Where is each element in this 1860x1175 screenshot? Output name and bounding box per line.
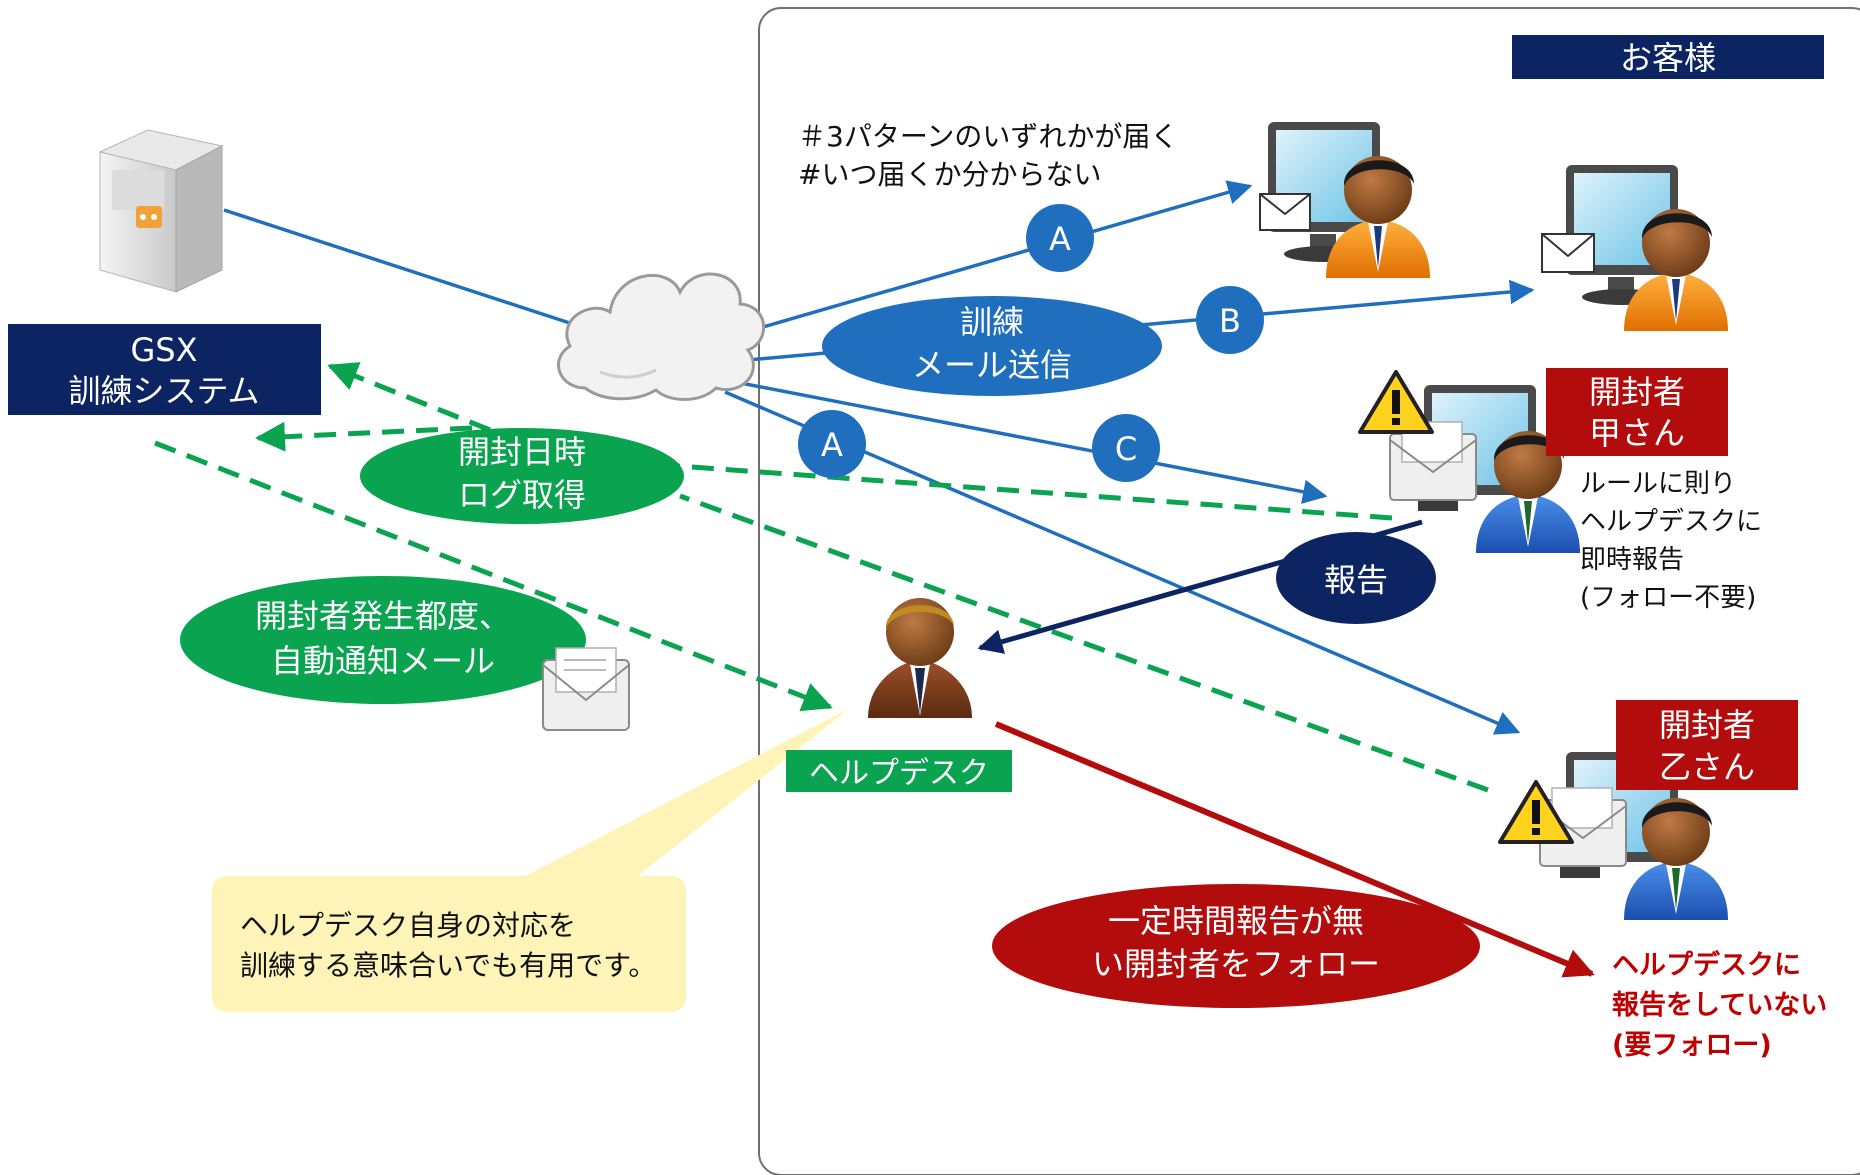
envelope-icon xyxy=(1259,193,1311,231)
callout: ヘルプデスク自身の対応を 訓練する意味合いでも有用です。 xyxy=(212,708,850,1012)
envelope-icon xyxy=(1541,233,1595,273)
svg-text:B: B xyxy=(1219,302,1241,340)
customer-label-box xyxy=(1512,35,1824,79)
follow-ellipse xyxy=(992,884,1480,1008)
customer-label: お客様 xyxy=(1620,39,1716,77)
server-icon xyxy=(98,129,224,293)
follow-ellipse-line-2: い開封者をフォロー xyxy=(1092,945,1380,983)
log-ellipse-line-2: ログ取得 xyxy=(458,476,586,514)
pattern-marker-a-bottom: A xyxy=(798,410,866,478)
warning-icon xyxy=(1498,780,1574,844)
warning-icon xyxy=(1358,370,1434,434)
pattern-marker-a-top: A xyxy=(1026,204,1094,272)
svg-text:C: C xyxy=(1115,430,1137,468)
helpdesk-label: ヘルプデスク xyxy=(809,756,989,791)
cloud-icon xyxy=(557,272,765,401)
opener-b-line-2: 乙さん xyxy=(1659,748,1755,786)
system-label-box xyxy=(8,324,321,415)
helpdesk-person-icon xyxy=(868,598,972,718)
helpdesk-label-box xyxy=(786,750,1012,792)
no-report-line-2: 報告をしていない xyxy=(1612,990,1827,1021)
no-report-line-1: ヘルプデスクに xyxy=(1612,949,1801,981)
system-label-line-2: 訓練システム xyxy=(68,372,259,410)
opener-a-desc-4: (フォロー不要) xyxy=(1580,583,1756,613)
envelope-icon xyxy=(1389,421,1477,501)
opener-b-line-1: 開封者 xyxy=(1659,706,1755,744)
pattern-c-arrow xyxy=(724,378,1328,504)
pattern-marker-c: C xyxy=(1092,414,1160,482)
log-ellipse xyxy=(360,428,684,524)
callout-line-2: 訓練する意味合いでも有用です。 xyxy=(240,949,656,982)
log-arrow-lower xyxy=(255,421,473,452)
opener-a-desc-2: ヘルプデスクに xyxy=(1580,507,1762,537)
server-to-cloud-line xyxy=(223,208,586,330)
send-ellipse-line-1: 訓練 xyxy=(960,303,1024,341)
send-ellipse xyxy=(822,296,1162,396)
log-lines xyxy=(154,362,1489,793)
notify-ellipse-line-1: 開封者発生都度、 xyxy=(255,597,511,635)
notify-ellipse xyxy=(180,576,586,704)
no-report-line-3: (要フォロー) xyxy=(1612,1030,1772,1061)
pattern-marker-b: B xyxy=(1196,286,1264,354)
follow-arrow xyxy=(994,721,1595,978)
notify-arrow xyxy=(154,440,833,712)
opener-a-line-2: 甲さん xyxy=(1589,414,1685,452)
opener-a-label-box xyxy=(1546,368,1728,456)
opener-b-label-box xyxy=(1616,700,1798,790)
svg-text:A: A xyxy=(1049,220,1071,258)
callout-box xyxy=(212,876,686,1012)
svg-text:A: A xyxy=(821,426,843,464)
report-ellipse-label: 報告 xyxy=(1324,561,1388,599)
opener-a-log-line xyxy=(677,463,1393,521)
report-ellipse xyxy=(1276,532,1436,624)
follow-ellipse-line-1: 一定時間報告が無 xyxy=(1108,902,1364,940)
opener-a-line-1: 開封者 xyxy=(1589,373,1685,411)
opener-b-log-line xyxy=(679,493,1489,793)
log-ellipse-line-1: 開封日時 xyxy=(458,433,586,471)
opener-a-desc-1: ルールに則り xyxy=(1580,469,1736,499)
opener-a-desc-3: 即時報告 xyxy=(1580,545,1684,575)
pattern-a-arrow-top xyxy=(724,180,1253,340)
send-ellipse-line-2: メール送信 xyxy=(912,346,1072,384)
note-line-1: ＃3パターンのいずれかが届く xyxy=(798,120,1178,153)
log-arrow-upper xyxy=(327,362,491,433)
envelope-icon xyxy=(542,647,630,731)
notify-ellipse-line-2: 自動通知メール xyxy=(271,642,495,680)
system-label-line-1: GSX xyxy=(130,331,197,369)
note-line-2: #いつ届くか分からない xyxy=(798,158,1101,191)
callout-line-1: ヘルプデスク自身の対応を xyxy=(240,909,576,942)
